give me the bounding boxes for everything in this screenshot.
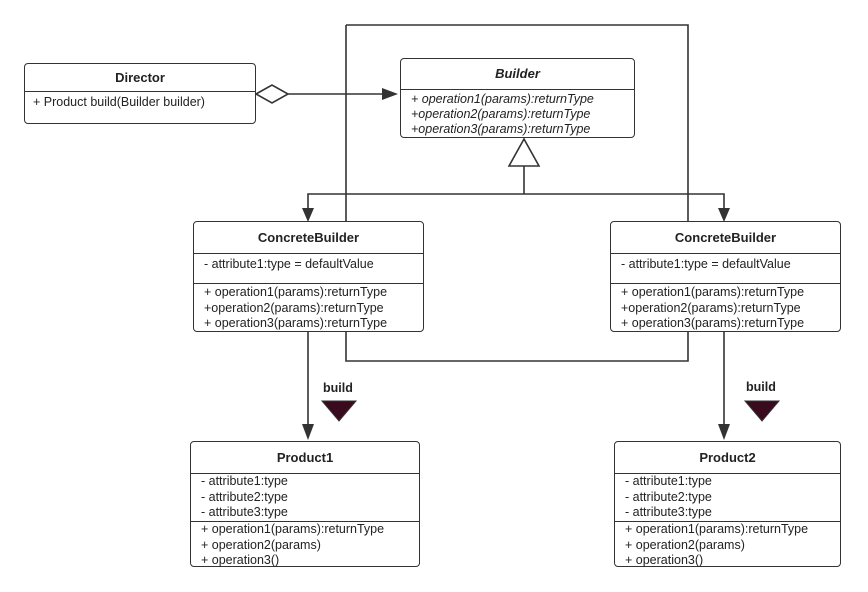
concrete-builder-right-class[interactable]: ConcreteBuilder - attribute1:type = defa… bbox=[610, 221, 841, 332]
operation: + operation3() bbox=[625, 553, 704, 567]
build-marker-right bbox=[743, 400, 781, 422]
attribute: - attribute3:type bbox=[201, 505, 288, 519]
inheritance-arrow-right bbox=[718, 208, 730, 222]
build-label-right: build bbox=[746, 380, 776, 394]
operation: + Product build(Builder builder) bbox=[33, 95, 205, 109]
aggregation-diamond bbox=[254, 84, 290, 104]
operations-section: + operation1(params):returnType +operati… bbox=[401, 89, 634, 137]
class-name: ConcreteBuilder bbox=[674, 230, 777, 245]
inheritance-branch bbox=[307, 193, 725, 214]
build-label-left: build bbox=[323, 381, 353, 395]
class-name: Product2 bbox=[699, 450, 756, 465]
operation: +operation3(params):returnType bbox=[411, 122, 591, 136]
build-arrow-left bbox=[302, 424, 314, 440]
attribute: - attribute1:type = defaultValue bbox=[621, 257, 791, 271]
operation: +operation2(params):returnType bbox=[621, 300, 801, 315]
build-marker-left bbox=[320, 400, 358, 422]
concrete-builder-left-class[interactable]: ConcreteBuilder - attribute1:type = defa… bbox=[193, 221, 424, 332]
attribute: - attribute1:type = defaultValue bbox=[204, 257, 374, 271]
attribute: - attribute1:type bbox=[625, 474, 712, 488]
operation: + operation3(params):returnType bbox=[204, 316, 388, 330]
build-arrow-right bbox=[718, 424, 730, 440]
operations-section: + operation1(params):returnType +operati… bbox=[611, 283, 840, 332]
operation: + operation3() bbox=[201, 553, 280, 567]
operation: + operation1(params):returnType bbox=[201, 522, 385, 536]
class-name: Builder bbox=[495, 66, 540, 81]
operation: + operation3(params):returnType bbox=[621, 316, 805, 330]
operation: +operation2(params):returnType bbox=[411, 107, 591, 121]
operation: + operation2(params) bbox=[201, 537, 321, 552]
attribute: - attribute1:type bbox=[201, 474, 288, 488]
product1-class[interactable]: Product1 - attribute1:type - attribute2:… bbox=[190, 441, 420, 567]
operations-section: + operation1(params):returnType + operat… bbox=[191, 521, 419, 569]
class-name: Product1 bbox=[276, 450, 334, 465]
builder-class[interactable]: Builder + operation1(params):returnType … bbox=[400, 58, 635, 138]
inheritance-arrow-left bbox=[302, 208, 314, 222]
operation: +operation2(params):returnType bbox=[204, 300, 384, 315]
operation: + operation1(params):returnType bbox=[204, 285, 388, 299]
attribute: - attribute2:type bbox=[201, 489, 288, 504]
operation: + operation1(params):returnType bbox=[625, 522, 809, 536]
attribute: - attribute2:type bbox=[625, 489, 712, 504]
operations-section: + operation1(params):returnType +operati… bbox=[194, 283, 423, 332]
product2-class[interactable]: Product2 - attribute1:type - attribute2:… bbox=[614, 441, 841, 567]
operations-section: + operation1(params):returnType + operat… bbox=[615, 521, 840, 569]
attributes-section: - attribute1:type = defaultValue bbox=[611, 253, 840, 283]
attributes-section: - attribute1:type - attribute2:type - at… bbox=[615, 473, 840, 521]
class-name: ConcreteBuilder bbox=[257, 230, 360, 245]
operation: + operation2(params) bbox=[625, 537, 745, 552]
attributes-section: - attribute1:type - attribute2:type - at… bbox=[191, 473, 419, 521]
inheritance-triangle bbox=[507, 137, 541, 167]
operation: + operation1(params):returnType bbox=[621, 285, 805, 299]
operations-section: + Product build(Builder builder) bbox=[25, 91, 255, 109]
class-name: Director bbox=[115, 70, 165, 85]
attribute: - attribute3:type bbox=[625, 505, 712, 519]
aggregation-arrowhead bbox=[382, 88, 398, 100]
operation: + operation1(params):returnType bbox=[411, 92, 594, 106]
director-class[interactable]: Director + Product build(Builder builder… bbox=[24, 63, 256, 124]
attributes-section: - attribute1:type = defaultValue bbox=[194, 253, 423, 283]
